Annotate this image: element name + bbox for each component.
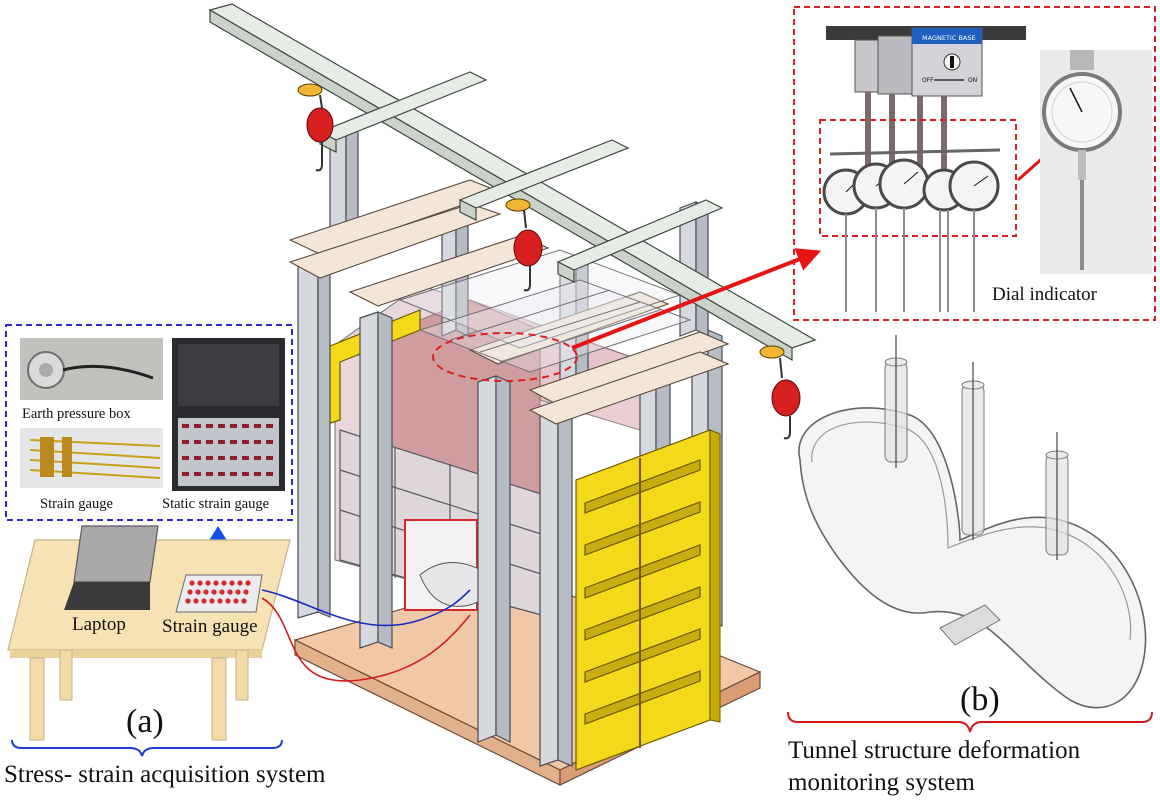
blue-dashed-frame xyxy=(5,324,293,521)
cables xyxy=(261,589,471,682)
tunnel-body xyxy=(798,407,1147,709)
laptop-label: Laptop xyxy=(72,614,126,635)
panel-b-label: (b) xyxy=(960,681,1000,718)
dial-cluster-highlight xyxy=(819,119,1017,237)
bracket-a xyxy=(11,739,283,757)
dial-indicator-inset: MAGNETIC BASE OFF ON xyxy=(793,6,1156,321)
steel-columns xyxy=(297,123,723,767)
strain-gauge-device-label: Strain gauge xyxy=(162,616,258,637)
dial-location-marker xyxy=(432,332,578,382)
strain-gauge-photo xyxy=(20,428,163,488)
strain-gauge-photo-label: Strain gauge xyxy=(40,496,113,512)
dial-indicator-label: Dial indicator xyxy=(992,284,1098,305)
gantry-beams xyxy=(208,3,817,362)
magnetic-bases: MAGNETIC BASE OFF ON xyxy=(854,27,983,97)
bracket-b xyxy=(787,711,1153,733)
dial-gauges xyxy=(822,158,1000,216)
dial-indicator-photo xyxy=(1040,50,1152,274)
earth-pressure-box-photo xyxy=(20,338,163,400)
transparent-layers xyxy=(398,249,692,373)
acquisition-instruments-inset: Earth pressure box Strain gauge xyxy=(5,324,293,521)
static-strain-gauge-photo xyxy=(172,338,285,491)
switch-on-text: ON xyxy=(968,77,977,84)
model-test-box xyxy=(208,3,817,786)
panel-a-label: (a) xyxy=(126,703,164,740)
cross-plates xyxy=(288,179,730,425)
red-dashed-frame xyxy=(793,6,1156,321)
chain-hoist-left xyxy=(297,83,334,172)
chain-hoist-right xyxy=(759,345,801,440)
static-strain-gauge-label: Static strain gauge xyxy=(162,496,269,512)
strain-gauge-device-icon xyxy=(175,574,263,613)
earth-pressure-box-label: Earth pressure box xyxy=(22,406,131,422)
laptop-icon xyxy=(64,525,159,610)
system-b-title-line2: monitoring system xyxy=(788,769,975,796)
chain-hoist-middle xyxy=(505,198,543,292)
switch-off-text: OFF xyxy=(922,77,934,84)
yellow-front-door xyxy=(575,429,721,771)
tunnel-model-drawing xyxy=(798,335,1147,709)
system-a-title: Stress- strain acquisition system xyxy=(4,761,326,788)
system-b-title-line1: Tunnel structure deformation xyxy=(788,737,1081,764)
inset-pointer-arrow xyxy=(571,248,822,350)
magnetic-base-text: MAGNETIC BASE xyxy=(922,34,976,42)
